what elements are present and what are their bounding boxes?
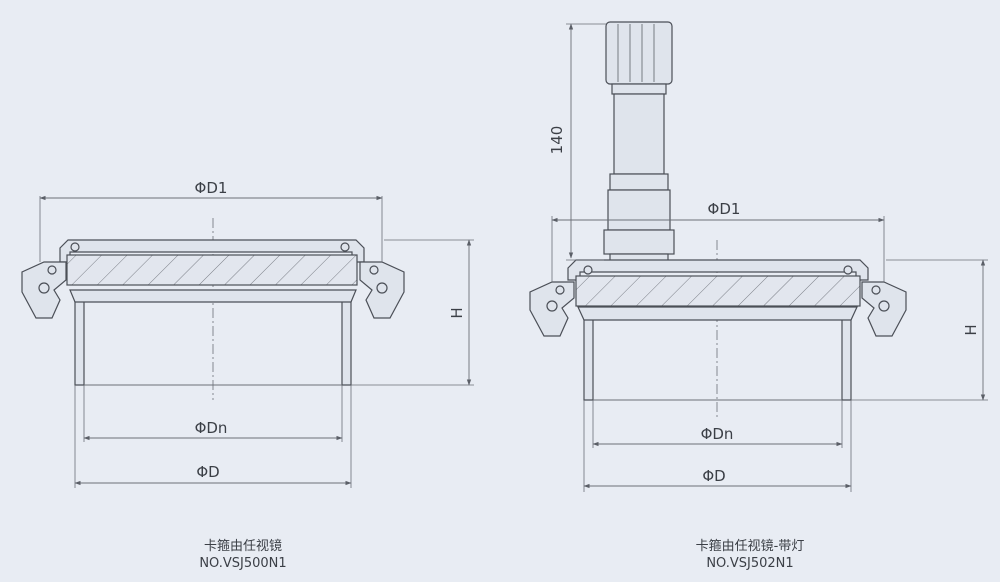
- lamp-tube: [613, 93, 665, 175]
- lamp-cap: [605, 21, 673, 85]
- left-dim-d1: ΦD1: [195, 179, 228, 197]
- right-pipe-wall-left: [583, 317, 594, 401]
- left-view: ΦD1 H ΦDn ΦD: [21, 179, 474, 488]
- left-pipe-wall-right: [341, 299, 352, 386]
- right-ferrule-flange: [577, 306, 858, 321]
- left-dim-dn: ΦDn: [195, 419, 228, 437]
- left-dim-h: H: [448, 307, 466, 318]
- left-seal-right: [376, 282, 388, 294]
- lamp-neck: [611, 83, 667, 95]
- right-bolt-left: [583, 265, 593, 275]
- right-caption: 卡箍由任视镜-带灯 NO.VSJ502N1: [600, 538, 900, 572]
- right-dim-d1: ΦD1: [708, 200, 741, 218]
- left-caption: 卡箍由任视镜 NO.VSJ500N1: [93, 538, 393, 572]
- left-bolt-right: [340, 242, 350, 252]
- left-seal-left-2: [47, 265, 57, 275]
- right-bolt-right: [843, 265, 853, 275]
- right-dim-h: H: [962, 324, 980, 335]
- right-seal-left-2: [555, 285, 565, 295]
- left-ferrule-flange: [69, 289, 357, 303]
- left-bolt-left: [70, 242, 80, 252]
- right-view: 140 ΦD1 H ΦDn ΦD: [529, 21, 988, 492]
- right-sight-glass: [575, 275, 861, 307]
- lamp-base: [603, 229, 675, 255]
- right-caption-model: NO.VSJ502N1: [706, 556, 794, 571]
- right-dim-dn: ΦDn: [701, 425, 734, 443]
- lamp-assembly: [603, 21, 675, 269]
- right-seal-left: [546, 300, 558, 312]
- right-seal-right-2: [871, 285, 881, 295]
- right-caption-title: 卡箍由任视镜-带灯: [695, 539, 805, 554]
- right-seal-right: [878, 300, 890, 312]
- right-pipe-wall-right: [841, 317, 852, 401]
- right-dim-d: ΦD: [702, 467, 725, 485]
- left-caption-title: 卡箍由任视镜: [203, 539, 282, 554]
- left-dim-d: ΦD: [196, 463, 219, 481]
- left-pipe-wall-left: [74, 299, 85, 386]
- lamp-body: [607, 189, 671, 231]
- left-seal-right-2: [369, 265, 379, 275]
- left-sight-glass: [66, 254, 358, 286]
- right-dim-lamp: 140: [548, 126, 566, 155]
- left-seal-left: [38, 282, 50, 294]
- lamp-collar: [609, 173, 669, 191]
- left-caption-model: NO.VSJ500N1: [199, 556, 287, 571]
